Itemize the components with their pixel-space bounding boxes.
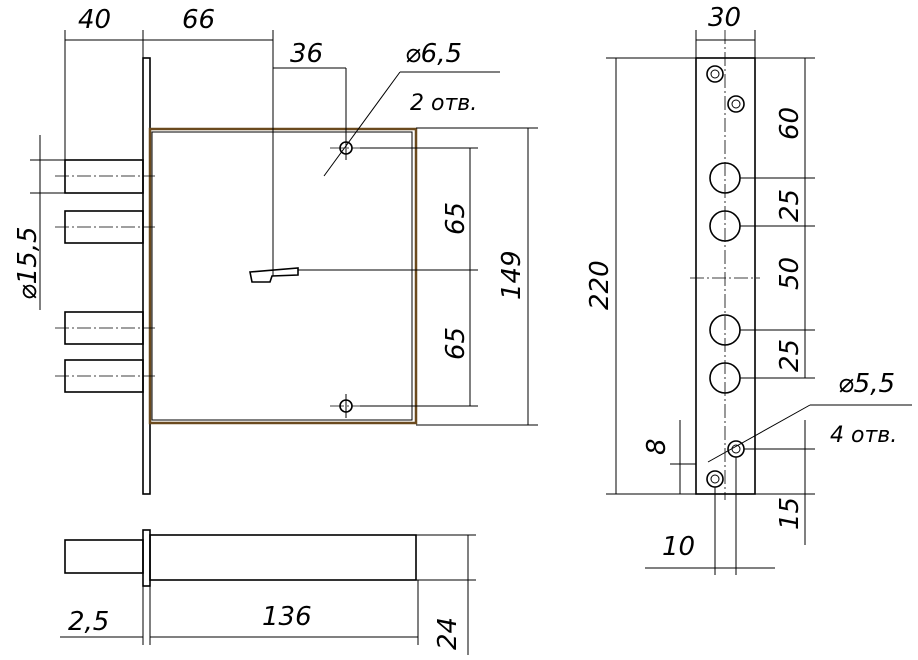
dim-24: 24 (433, 617, 463, 650)
dim-30: 30 (708, 3, 741, 33)
dim-2-5: 2,5 (68, 607, 109, 637)
hole-diameter-label: ⌀5,5 (838, 369, 895, 399)
key-slot (249, 267, 299, 283)
dim-8: 8 (642, 438, 672, 455)
dim-149: 149 (497, 250, 527, 300)
bottom-view: 2,5 136 24 (60, 529, 476, 655)
dim-15: 15 (775, 497, 805, 530)
dim-25-top: 25 (775, 189, 805, 222)
hole-diameter-label: ⌀6,5 (405, 39, 462, 69)
dim-40: 40 (78, 5, 111, 35)
dim-25-bottom: 25 (775, 339, 805, 372)
dim-66: 66 (182, 5, 215, 35)
dim-10: 10 (662, 532, 695, 562)
bolt-diameter-label: ⌀15,5 (13, 226, 43, 300)
dim-36: 36 (290, 39, 323, 69)
dim-50: 50 (775, 257, 805, 290)
faceplate-view: 30 220 60 25 50 25 ⌀5,5 4 отв. 8 10 15 (585, 3, 912, 575)
dim-65-top: 65 (441, 202, 471, 235)
faceplate-strip (695, 57, 756, 495)
lock-body (148, 127, 418, 425)
front-view: 40 66 36 ⌀6,5 2 отв. ⌀15,5 65 65 149 (13, 5, 538, 495)
dim-65-bottom: 65 (441, 327, 471, 360)
dim-60: 60 (775, 107, 805, 140)
hole-count-label: 2 отв. (410, 91, 477, 116)
dim-220: 220 (585, 260, 615, 310)
dim-136: 136 (262, 602, 312, 632)
hole-count-label: 4 отв. (830, 423, 897, 448)
bolts (55, 159, 155, 393)
